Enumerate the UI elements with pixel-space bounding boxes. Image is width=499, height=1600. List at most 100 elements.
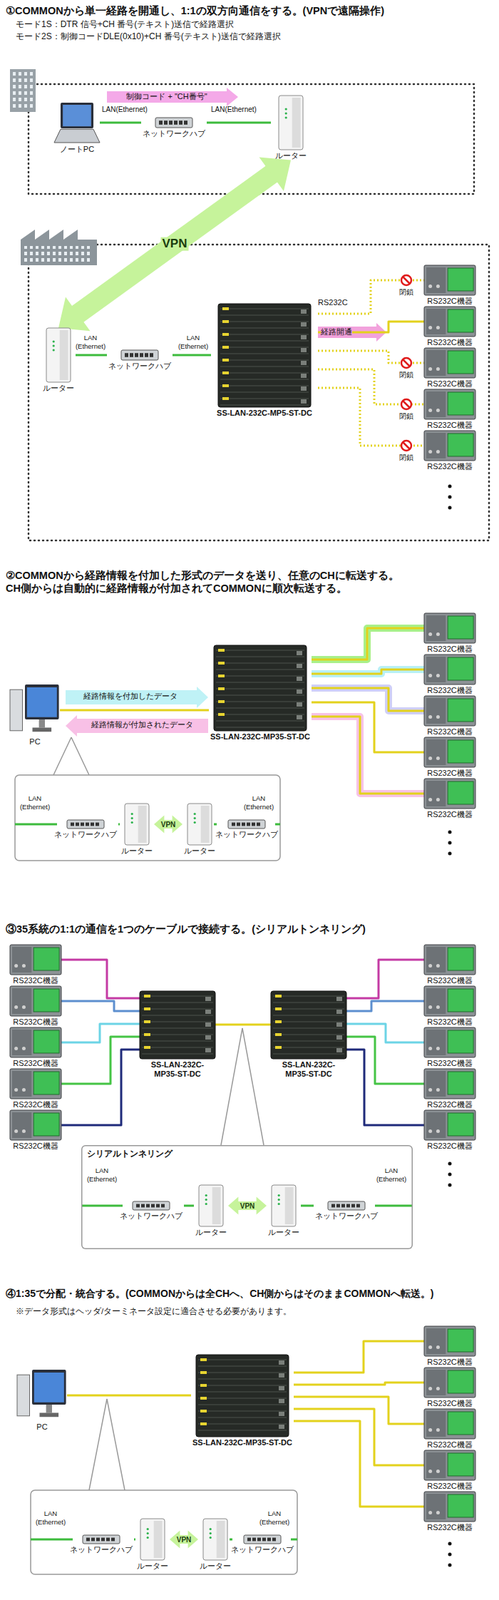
converter-slab [220,347,309,348]
converter-slab [198,1372,287,1373]
node-icon [121,803,153,845]
cable [172,354,212,357]
hub-port [70,822,75,827]
converter-node: SS-LAN-232C-MP5-ST-DC [211,303,318,418]
node-label: ルーター [42,383,75,393]
machine-body [9,1027,62,1058]
machine-panel [426,946,446,973]
converter-port [296,714,303,720]
rs232c-device-node: RS232C機器 [424,430,476,472]
node-icon [42,327,75,383]
router-body [271,1184,296,1227]
machine-knob [436,1510,440,1515]
cable [346,1036,425,1084]
hub-port [129,352,134,358]
node-label: シリアルトンネリング [86,1148,173,1159]
node-icon [216,819,277,829]
cable [206,121,271,125]
machine-knob [428,632,432,636]
connector-group [311,669,425,674]
node-icon [9,684,60,736]
converter-slab [215,707,305,709]
machine-screen [447,1370,474,1393]
machine-knob [436,963,440,968]
machine-screen [447,1030,474,1053]
closed-symbol [401,275,412,286]
node-label: RS232C機器 [427,1099,473,1110]
converter-port [296,676,303,681]
converter-body [218,303,311,408]
rs232c-device-node: RS232C機器 [424,389,476,430]
node-icon [424,430,476,461]
machine-knob [428,1510,432,1515]
converter-slab [273,1040,345,1042]
rs232c-device-node: RS232C機器 [424,737,476,778]
node-icon [208,645,312,731]
pc-node: PC [9,684,60,747]
router-node: ルーター [135,1518,170,1571]
node-label: RS232C機器 [427,1017,473,1027]
closed-slash [402,276,410,284]
hub-port [161,1204,165,1208]
hub-port [101,1537,105,1542]
router-node: ルーター [266,1184,301,1237]
cable [346,1023,425,1043]
rs232c-device-node: RS232C機器 [9,1068,62,1110]
node-icon [424,985,476,1016]
converter-port [336,1035,343,1040]
connector-group [346,1036,425,1084]
callout-pointer [242,1027,264,1145]
router-led [209,1536,212,1539]
connector-group [293,1420,425,1507]
converter-slab [220,398,309,400]
converter-slab [215,675,305,677]
node-icon [424,347,476,378]
connector-group [206,122,271,124]
node-label: RS232C機器 [12,1017,59,1027]
converter-slab [198,1385,287,1386]
converter-accent [200,1357,207,1361]
machine-knob [428,797,432,802]
edge-label: VPN [175,1535,194,1544]
callout-pointer [53,737,72,775]
hub-port [96,1537,100,1542]
connector-group [118,824,120,825]
hub-port [178,120,183,125]
dot [448,1541,452,1546]
rs232c-device-node: RS232C機器 [424,1408,476,1450]
cable [311,628,425,660]
machine-panel [426,267,446,293]
converter-port [336,1009,343,1014]
router-body [198,1184,224,1227]
machine-knob [428,1046,432,1051]
pc-monitor [32,1369,67,1405]
cable [300,1204,314,1207]
connector-group [213,824,217,825]
cable [293,1420,425,1507]
machine-knob [14,1087,18,1092]
closed-symbol [401,357,412,368]
connector-group [311,702,425,753]
machine-screen [447,739,474,763]
hub-port [267,1537,271,1542]
node-label: ネットワークハブ [230,1544,294,1555]
node-label: ルーター [136,1561,169,1571]
router-led [285,111,288,115]
machine-knob [436,1345,440,1349]
annotation: ※データ形式はヘッダ/ターミネータ設定に適合させる必要があります。 [15,1305,292,1316]
machine-knob [428,325,432,330]
router-led [205,1198,208,1201]
node-label: ネットワークハブ [69,1544,133,1555]
dot [448,506,452,510]
hub-port [86,1537,90,1542]
pc-screen [27,687,58,718]
hub-node: ネットワークハブ [52,819,119,840]
node-icon [106,350,173,360]
router-led [205,1202,208,1205]
converter-port [278,1411,285,1416]
machine-body [424,389,476,420]
hub-port [158,120,163,125]
cable [61,959,140,998]
cable [67,1394,192,1397]
